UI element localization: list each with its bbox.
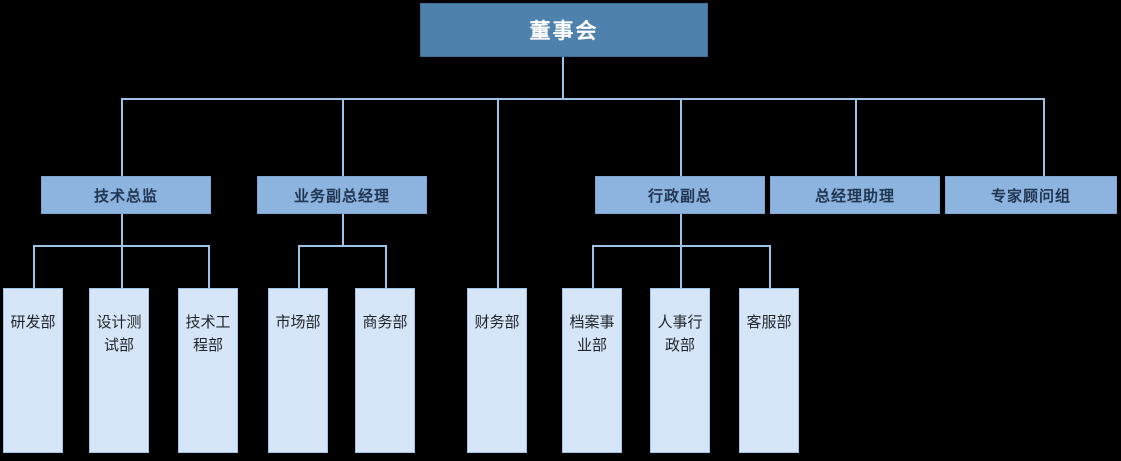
connector-bus-to-finance-dept [497, 98, 499, 288]
connector-bus-to-gm-assistant [855, 98, 857, 176]
connector-business-vp-stem [342, 213, 344, 246]
node-business-dept-label: 商务部 [362, 313, 408, 331]
node-design-test-dept-label: 设计测试部 [96, 313, 142, 355]
node-tech-eng-dept-label: 技术工程部 [185, 313, 231, 355]
connector-bus-to-business-vp [342, 98, 344, 176]
node-archive-dept[interactable]: 档案事业部 [562, 288, 622, 453]
node-business-dept[interactable]: 商务部 [355, 288, 415, 453]
connector-tech-to-rd-dept [33, 245, 35, 288]
node-finance-dept-label: 财务部 [474, 313, 520, 331]
node-service-dept[interactable]: 客服部 [739, 288, 799, 453]
node-tech-eng-dept[interactable]: 技术工程部 [178, 288, 238, 453]
connector-tech-to-tech-eng-dept [208, 245, 210, 288]
node-board[interactable]: 董事会 [420, 3, 708, 57]
node-hr-admin-dept[interactable]: 人事行政部 [650, 288, 710, 453]
connector-admin-to-hr-admin-dept [680, 245, 682, 288]
node-expert-group[interactable]: 专家顾问组 [945, 176, 1117, 214]
node-finance-dept[interactable]: 财务部 [467, 288, 527, 453]
connector-bus-to-admin-vp [680, 98, 682, 176]
connector-board-stem [562, 57, 564, 100]
node-tech-director[interactable]: 技术总监 [41, 176, 211, 214]
connector-business-to-business-dept [385, 245, 387, 288]
node-archive-dept-label: 档案事业部 [569, 313, 615, 355]
node-design-test-dept[interactable]: 设计测试部 [89, 288, 149, 453]
node-market-dept-label: 市场部 [275, 313, 321, 331]
connector-business-to-market-dept [298, 245, 300, 288]
connector-bus-to-expert-group [1043, 98, 1045, 176]
connector-tech-director-stem [121, 213, 123, 246]
connector-business-vp-bus [298, 245, 386, 247]
connector-admin-vp-stem [680, 213, 682, 246]
connector-tech-to-design-test-dept [121, 245, 123, 288]
node-admin-vp[interactable]: 行政副总 [595, 176, 765, 214]
node-service-dept-label: 客服部 [746, 313, 792, 331]
connector-admin-to-archive-dept [592, 245, 594, 288]
connector-admin-to-service-dept [769, 245, 771, 288]
node-market-dept[interactable]: 市场部 [268, 288, 328, 453]
connector-bus-to-tech-director [121, 98, 123, 176]
connector-main-bus [121, 98, 1045, 100]
node-rd-dept-label: 研发部 [10, 313, 56, 331]
node-hr-admin-dept-label: 人事行政部 [657, 313, 703, 355]
node-business-vp[interactable]: 业务副总经理 [257, 176, 427, 214]
node-gm-assistant[interactable]: 总经理助理 [770, 176, 940, 214]
node-rd-dept[interactable]: 研发部 [3, 288, 63, 453]
